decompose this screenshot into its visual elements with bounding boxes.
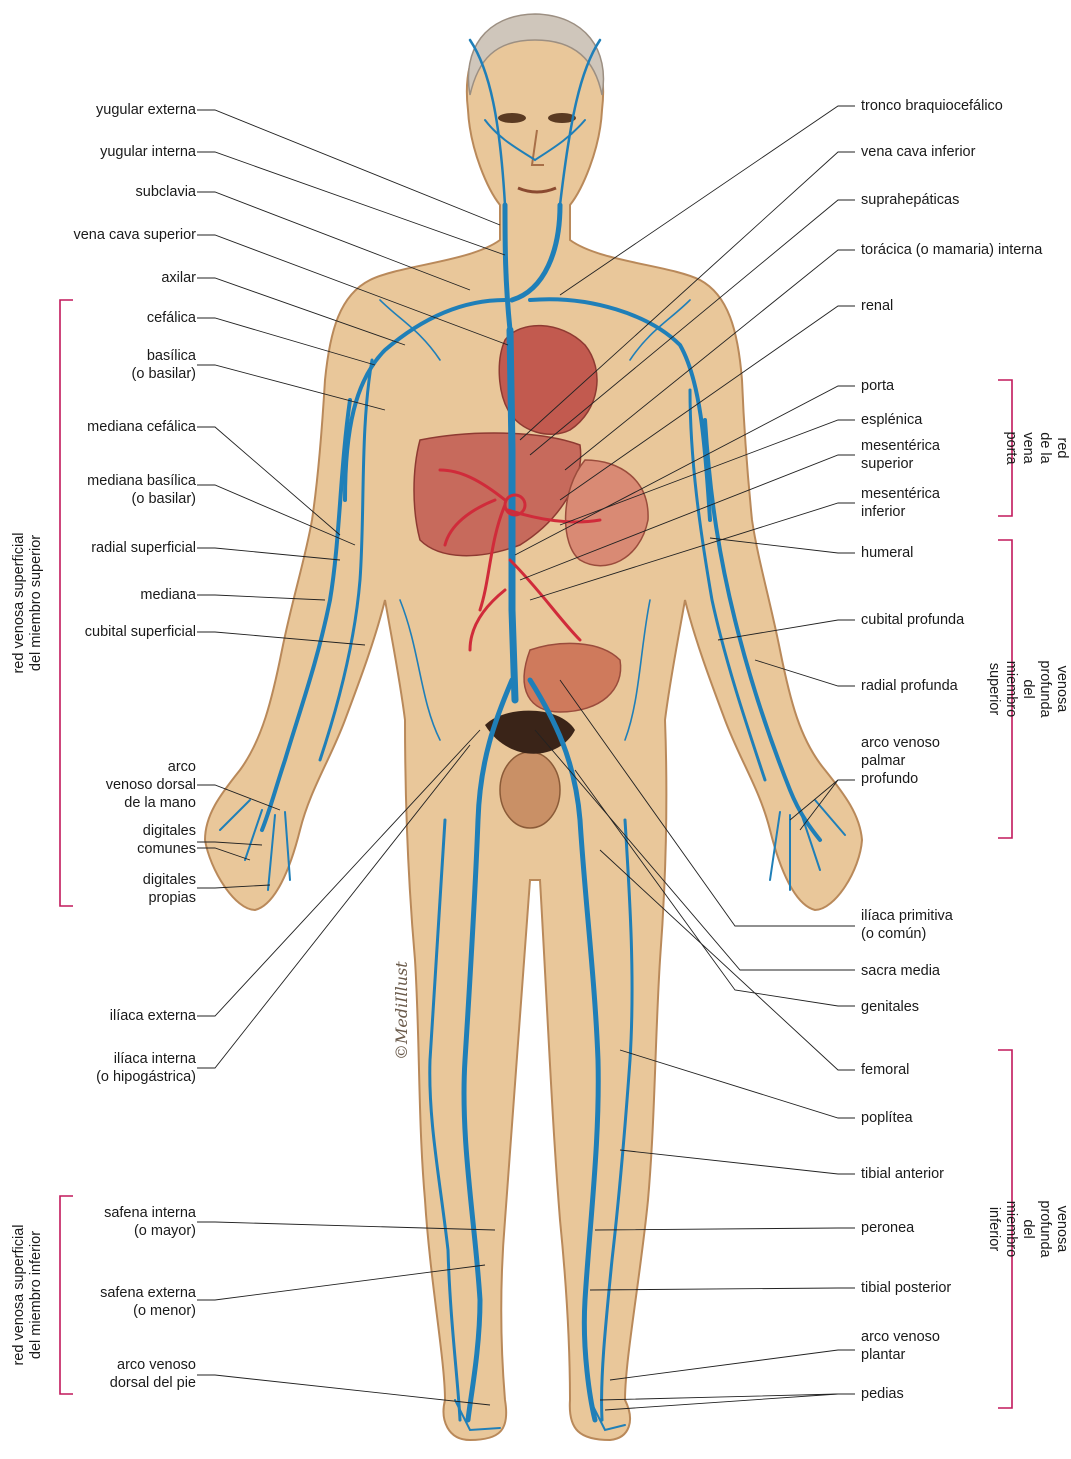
label-subclavia: subclavia [135, 184, 196, 200]
label-mesenterica-inferior: mesentérica inferior [861, 486, 940, 520]
group-brackets [59, 299, 1013, 1409]
label-tronco-braquiocefalico: tronco braquiocefálico [861, 98, 1003, 114]
label-arco-venoso-dorsal-pie: arco venoso dorsal del pie [109, 1357, 196, 1391]
label-humeral: humeral [861, 545, 914, 561]
label-yugular-externa: yugular externa [96, 102, 196, 118]
label-arco-venoso-dorsal-mano: arco venoso dorsal de la mano [105, 759, 196, 811]
label-mediana-cefalica: mediana cefálica [87, 419, 196, 435]
label-vena-cava-superior: vena cava superior [73, 227, 196, 243]
watermark-logo: ©MediIllust [392, 961, 411, 1060]
label-porta: porta [861, 378, 895, 394]
label-suprahepaticas: suprahepáticas [861, 192, 960, 208]
arteries [438, 468, 602, 652]
label-axilar: axilar [161, 270, 196, 286]
label-femoral: femoral [861, 1062, 910, 1078]
bracket-deep-upper [998, 539, 1013, 839]
label-arco-venoso-palmar: arco venoso palmar profundo [861, 735, 940, 787]
group-deep-lower-limb: red venosa profunda del miembro inferior [986, 1200, 1070, 1258]
bracket-deep-lower [998, 1049, 1013, 1409]
label-iliaca-primitiva: ilíaca primitiva (o común) [861, 908, 953, 942]
genitals [499, 751, 561, 829]
label-mesenterica-superior: mesentérica superior [861, 438, 940, 472]
label-digitales-comunes: digitales comunes [137, 823, 196, 857]
bracket-superficial-upper [59, 299, 73, 907]
label-cubital-profunda: cubital profunda [861, 612, 965, 628]
label-tibial-anterior: tibial anterior [861, 1166, 945, 1182]
heart [498, 324, 598, 435]
label-genitales: genitales [861, 999, 920, 1015]
label-poplitea: poplítea [861, 1110, 913, 1126]
group-superficial-upper-limb: red venosa superficial del miembro super… [11, 532, 44, 674]
label-arco-venoso-plantar: arco venoso plantar [861, 1329, 940, 1363]
label-sacra-media: sacra media [861, 963, 940, 979]
label-toracica-interna: torácica (o mamaria) interna [861, 242, 1043, 258]
label-mediana: mediana [140, 587, 196, 603]
label-tibial-posterior: tibial posterior [861, 1280, 952, 1296]
label-cefalica: cefálica [146, 310, 196, 326]
label-radial-superficial: radial superficial [91, 540, 196, 556]
label-cubital-superficial: cubital superficial [84, 624, 196, 640]
group-superficial-lower-limb: red venosa superficial del miembro infer… [11, 1224, 44, 1366]
label-yugular-interna: yugular interna [100, 144, 196, 160]
label-pedias: pedias [861, 1386, 904, 1402]
label-esplenica: esplénica [861, 412, 923, 428]
label-renal: renal [861, 298, 894, 314]
label-digitales-propias: digitales propias [142, 872, 196, 906]
leader-lines [197, 105, 855, 1411]
bracket-portal [998, 379, 1013, 517]
label-mediana-basilica: mediana basílica (o basilar) [87, 473, 196, 507]
stomach [564, 459, 649, 567]
label-iliaca-interna: ilíaca interna (o hipogástrica) [96, 1051, 196, 1085]
group-deep-upper-limb: red venosa profunda del miembro superior [986, 660, 1070, 718]
label-basilica: basílica (o basilar) [131, 348, 196, 382]
veins [219, 38, 846, 1432]
label-vena-cava-inferior: vena cava inferior [861, 144, 976, 160]
label-peronea: peronea [861, 1220, 915, 1236]
label-safena-externa: safena externa (o menor) [100, 1285, 196, 1319]
group-portal-network: red de la vena porta [1003, 431, 1070, 465]
intestine [523, 642, 622, 713]
label-radial-profunda: radial profunda [861, 678, 958, 694]
label-safena-interna: safena interna (o mayor) [104, 1205, 196, 1239]
label-iliaca-externa: ilíaca externa [109, 1008, 196, 1024]
bracket-superficial-lower [59, 1195, 73, 1395]
